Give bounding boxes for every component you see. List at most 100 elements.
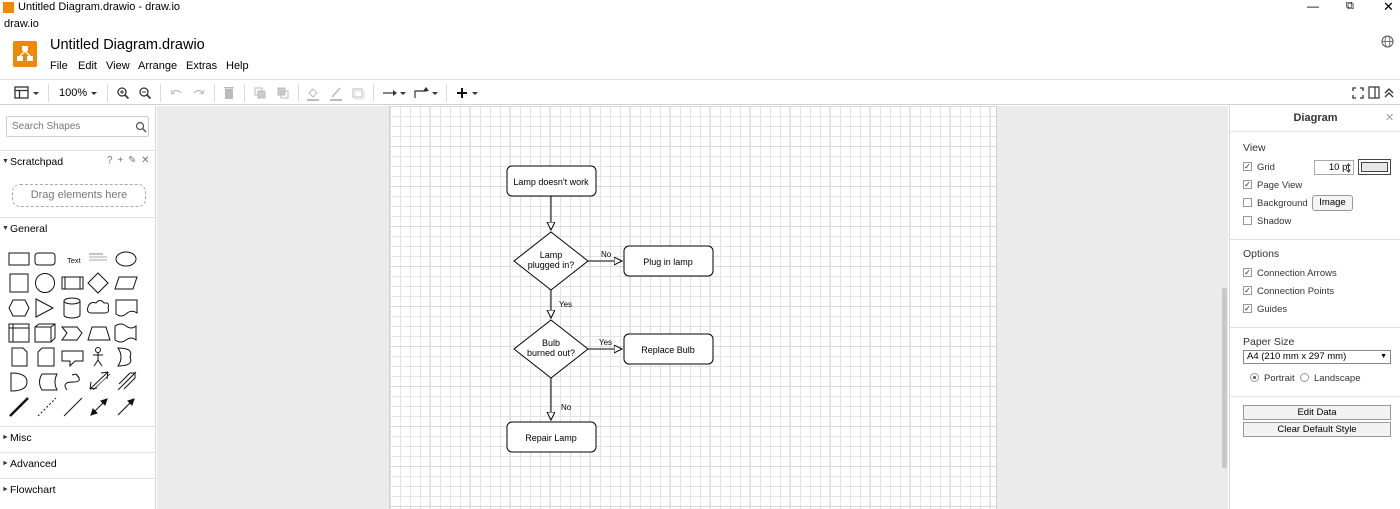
rounded-rectangle-shape [34,252,56,266]
directional-connector-shape [117,398,135,416]
collapse-icon[interactable] [1383,85,1395,101]
restore-icon[interactable]: ⧉ [1346,0,1354,12]
close-icon[interactable]: ✕ [1383,0,1394,14]
connection-icon[interactable] [382,85,408,101]
background-checkbox[interactable] [1243,198,1252,207]
chevron-down-icon: ▼ [1380,353,1387,360]
grid-label: Grid [1257,162,1275,173]
fullscreen-icon[interactable] [1352,85,1364,101]
section-title: Misc [10,432,32,444]
zoom-level[interactable]: 100% [59,87,88,99]
search-shapes-input[interactable]: Search Shapes [6,116,149,137]
shadow-icon[interactable] [351,85,365,101]
section-misc[interactable]: ► Misc [0,426,155,450]
close-icon[interactable]: ✕ [1385,112,1395,124]
waypoints-icon[interactable] [413,85,439,101]
general-shapes-palette: Text [8,251,138,417]
chevron-down-icon: ▼ [2,158,9,165]
chevron-right-icon: ► [2,486,9,493]
shadow-label: Shadow [1257,216,1292,227]
menu-file[interactable]: File [50,60,68,72]
grid-size-input[interactable]: 10 pt [1314,160,1354,175]
format-panel: Diagram ✕ View ✓ Grid 10 pt ✓ Page View … [1229,106,1400,509]
diamond-shape [87,272,109,294]
rectangle-shape [8,252,30,266]
background-label: Background [1257,198,1308,209]
tape-shape [114,323,137,343]
section-title: General [10,223,48,235]
connection-arrows-label: Connection Arrows [1257,268,1337,279]
section-advanced[interactable]: ► Advanced [0,452,155,476]
paper-size-select[interactable]: A4 (210 mm x 297 mm) ▼ [1243,350,1391,364]
clear-default-style-button[interactable]: Clear Default Style [1243,422,1391,437]
menu-arrange[interactable]: Arrange [138,60,178,72]
redo-icon[interactable] [192,85,206,101]
process-shape [61,276,84,290]
portrait-label: Portrait [1264,373,1295,384]
section-general[interactable]: ▼ General [0,217,155,241]
undo-icon[interactable] [169,85,183,101]
connection-points-checkbox[interactable]: ✓ [1243,286,1252,295]
page-view-checkbox[interactable]: ✓ [1243,180,1252,189]
zoom-dropdown-icon[interactable] [89,85,99,101]
fill-color-icon[interactable] [306,85,320,101]
zoom-in-icon[interactable] [116,85,130,101]
portrait-radio[interactable] [1250,373,1259,382]
grid-checkbox[interactable]: ✓ [1243,162,1252,171]
scratchpad-tools[interactable]: ? + ✎ ✕ [107,155,151,166]
insert-icon[interactable] [455,85,481,101]
landscape-label: Landscape [1314,373,1361,384]
paper-size-value: A4 (210 mm x 297 mm) [1247,351,1347,362]
page-view-label: Page View [1257,180,1303,191]
background-image-button[interactable]: Image [1312,195,1353,211]
actor-shape [93,347,103,367]
connection-arrows-checkbox[interactable]: ✓ [1243,268,1252,277]
toolbar: 100% [0,79,1400,105]
curve-arrow-head [71,373,80,379]
to-front-icon[interactable] [253,85,267,101]
triangle-shape [35,298,55,318]
vertical-scrollbar[interactable] [1222,288,1227,468]
search-icon[interactable] [135,121,147,133]
zoom-out-icon[interactable] [138,85,152,101]
options-heading: Options [1243,248,1280,260]
section-title: Advanced [10,458,57,470]
paper-size-heading: Paper Size [1243,336,1295,348]
minimize-icon[interactable]: — [1307,0,1319,13]
to-back-icon[interactable] [276,85,290,101]
menu-help[interactable]: Help [226,60,249,72]
bidirectional-connector-shape [90,398,108,416]
app-label: draw.io [4,18,39,30]
shadow-checkbox[interactable] [1243,216,1252,225]
grid-color-swatch[interactable] [1358,159,1391,175]
section-flowchart[interactable]: ► Flowchart [0,478,155,502]
scratchpad-drop-zone[interactable]: Drag elements here [12,184,146,207]
section-title: Flowchart [10,484,56,496]
thick-line-shape [9,397,29,417]
delete-icon[interactable] [222,85,236,101]
menu-view[interactable]: View [106,60,130,72]
guides-label: Guides [1257,304,1288,315]
trapezoid-shape [87,326,111,341]
panel-title: Diagram [1293,112,1338,124]
chevron-right-icon: ► [2,434,9,441]
edit-data-button[interactable]: Edit Data [1243,405,1391,420]
document-title[interactable]: Untitled Diagram.drawio [50,37,205,53]
menu-extras[interactable]: Extras [186,60,218,72]
line-color-icon[interactable] [329,85,343,101]
format-icon[interactable] [1368,85,1380,101]
format-panel-icon[interactable] [14,85,42,101]
grid-size-stepper[interactable] [1344,161,1353,175]
bidirectional-arrow-shape [89,371,111,391]
delay-shape [10,372,28,392]
drawio-app-icon [3,2,14,13]
note-shape [11,347,28,367]
section-scratchpad[interactable]: ▼ Scratchpad [0,150,155,174]
arrow-shape [117,371,137,391]
internal-storage-shape [8,323,30,343]
language-globe-icon[interactable] [1381,35,1394,48]
menu-edit[interactable]: Edit [78,60,97,72]
data-storage-shape [39,373,58,391]
landscape-radio[interactable] [1300,373,1309,382]
guides-checkbox[interactable]: ✓ [1243,304,1252,313]
